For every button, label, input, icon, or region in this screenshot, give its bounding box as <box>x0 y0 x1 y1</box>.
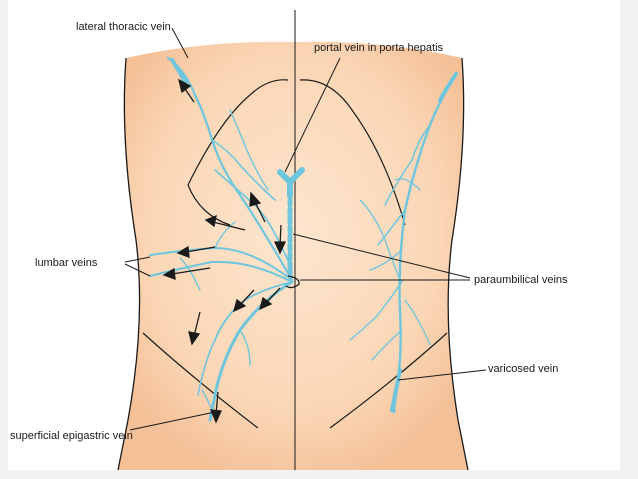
arrow-portal-down <box>273 224 287 255</box>
leader-lumbar-1 <box>124 256 151 263</box>
flow-arrows <box>162 78 287 424</box>
leader-lateral-thoracic <box>171 27 189 59</box>
arrow-lower-branch-1 <box>233 289 255 313</box>
torso-silhouette <box>118 41 468 471</box>
left-inguinal-line <box>142 332 259 429</box>
label-paraumbilical-veins: paraumbilical veins <box>474 274 568 286</box>
label-varicosed-vein: varicosed vein <box>488 363 559 375</box>
arrow-lumbar-lower <box>162 267 211 280</box>
arrow-epigastric-groin <box>209 391 222 424</box>
arrow-upper-branch <box>249 191 266 223</box>
arrow-epigastric-left <box>188 311 201 346</box>
leader-superficial-epigastric <box>129 411 216 431</box>
leader-lines <box>124 27 487 431</box>
left-costal-lower <box>187 184 231 226</box>
leader-varicosed <box>397 369 487 381</box>
leader-portal-vein <box>284 57 341 173</box>
right-vein-network <box>349 72 458 414</box>
umbilicus <box>285 275 300 289</box>
torso-left-outline <box>117 57 141 471</box>
leader-lumbar-2 <box>124 263 151 277</box>
arrow-lateral-thoracic <box>178 78 195 103</box>
leader-paraumbilical-1 <box>292 233 471 279</box>
label-lateral-thoracic-vein: lateral thoracic vein <box>76 21 171 33</box>
left-costal-margin <box>187 79 289 186</box>
arrow-lower-branch-2 <box>259 287 281 311</box>
label-superficial-epigastric-vein: superficial epigastric vein <box>10 430 133 442</box>
arrow-lumbar-upper <box>176 245 216 258</box>
arrow-left-upper <box>204 214 246 231</box>
portal-vein <box>277 167 305 279</box>
label-portal-vein: portal vein in porta hepatis <box>314 42 444 54</box>
right-inguinal-line <box>329 332 448 429</box>
torso-right-outline <box>447 57 469 471</box>
label-lumbar-veins: lumbar veins <box>35 257 98 269</box>
